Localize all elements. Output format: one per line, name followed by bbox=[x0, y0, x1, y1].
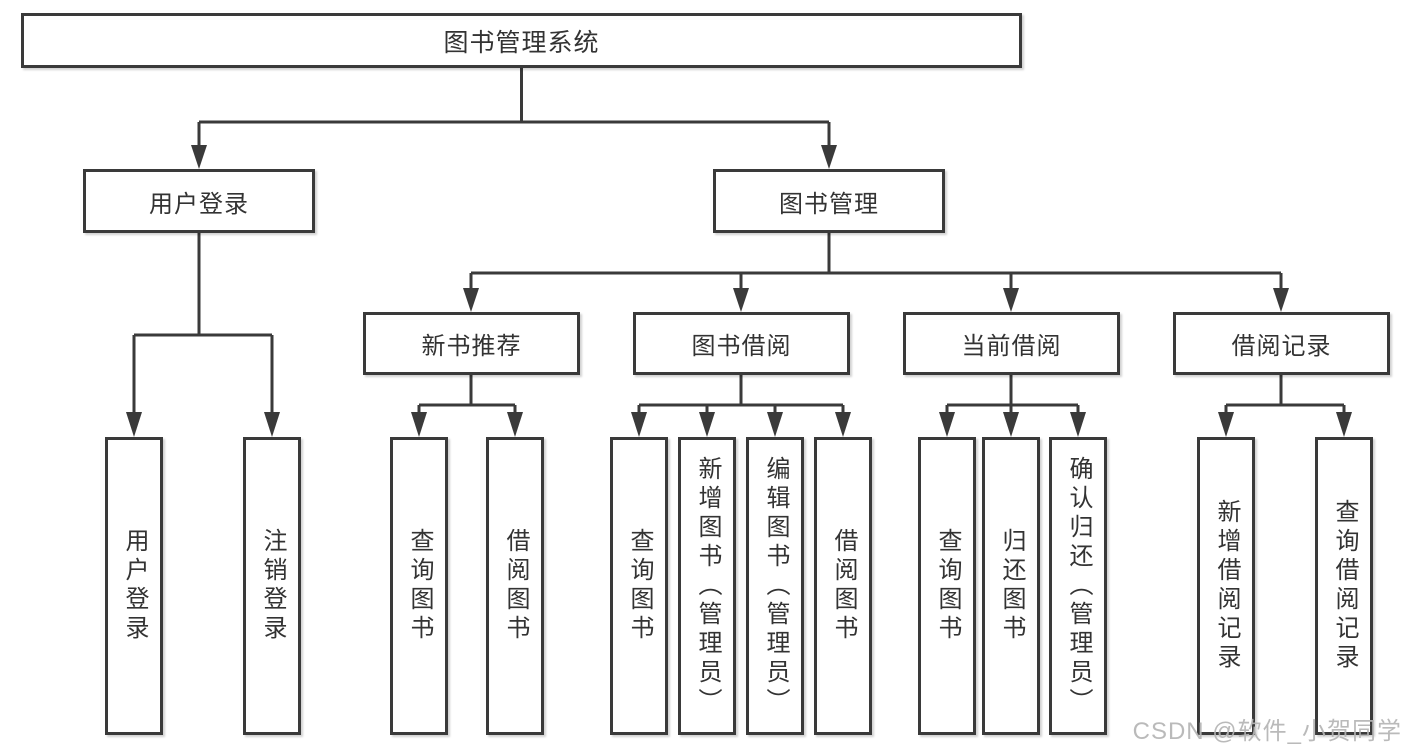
node-user-login-label: 用户登录 bbox=[149, 190, 249, 218]
node-borrow-records-label: 借阅记录 bbox=[1231, 333, 1332, 360]
node-new-book-recommend: 新书推荐 bbox=[363, 312, 580, 375]
node-book-borrow: 图书借阅 bbox=[633, 312, 850, 375]
node-book-management-label: 图书管理 bbox=[779, 190, 879, 218]
csdn-watermark: CSDN @软件_小贺同学 bbox=[1132, 718, 1402, 745]
leaf-confirm-return-admin-label: 确认归还（管理员） bbox=[1065, 455, 1092, 717]
leaf-query-books-current-label: 查询图书 bbox=[934, 528, 961, 644]
leaf-borrow-books-recommend-label: 借阅图书 bbox=[502, 528, 529, 644]
leaf-query-books-recommend-label: 查询图书 bbox=[406, 528, 433, 644]
leaf-borrow-books-recommend: 借阅图书 bbox=[486, 437, 544, 735]
node-root-label: 图书管理系统 bbox=[443, 28, 600, 57]
node-current-borrow: 当前借阅 bbox=[903, 312, 1120, 375]
leaf-query-borrow-record: 查询借阅记录 bbox=[1315, 437, 1373, 735]
leaf-return-book-label: 归还图书 bbox=[998, 528, 1025, 644]
leaf-return-book: 归还图书 bbox=[982, 437, 1040, 735]
leaf-query-books-borrow: 查询图书 bbox=[610, 437, 668, 735]
leaf-add-borrow-record: 新增借阅记录 bbox=[1197, 437, 1255, 735]
leaf-add-book-admin: 新增图书（管理员） bbox=[678, 437, 736, 735]
leaf-add-book-admin-label: 新增图书（管理员） bbox=[694, 455, 721, 717]
node-borrow-records: 借阅记录 bbox=[1173, 312, 1390, 375]
leaf-user-login-label: 用户登录 bbox=[121, 528, 148, 644]
node-new-book-recommend-label: 新书推荐 bbox=[421, 333, 522, 360]
leaf-user-login: 用户登录 bbox=[105, 437, 163, 735]
leaf-logout: 注销登录 bbox=[243, 437, 301, 735]
leaf-confirm-return-admin: 确认归还（管理员） bbox=[1049, 437, 1107, 735]
leaf-edit-book-admin: 编辑图书（管理员） bbox=[746, 437, 804, 735]
node-user-login: 用户登录 bbox=[83, 169, 315, 233]
node-root: 图书管理系统 bbox=[21, 13, 1022, 68]
leaf-query-books-borrow-label: 查询图书 bbox=[626, 528, 653, 644]
node-book-management: 图书管理 bbox=[713, 169, 945, 233]
leaf-logout-label: 注销登录 bbox=[259, 528, 286, 644]
node-current-borrow-label: 当前借阅 bbox=[961, 333, 1062, 360]
leaf-edit-book-admin-label: 编辑图书（管理员） bbox=[762, 455, 789, 717]
leaf-borrow-books: 借阅图书 bbox=[814, 437, 872, 735]
leaf-borrow-books-label: 借阅图书 bbox=[830, 528, 857, 644]
leaf-query-books-recommend: 查询图书 bbox=[390, 437, 448, 735]
leaf-query-borrow-record-label: 查询借阅记录 bbox=[1331, 499, 1358, 673]
node-book-borrow-label: 图书借阅 bbox=[691, 333, 792, 360]
leaf-add-borrow-record-label: 新增借阅记录 bbox=[1213, 499, 1240, 673]
leaf-query-books-current: 查询图书 bbox=[918, 437, 976, 735]
